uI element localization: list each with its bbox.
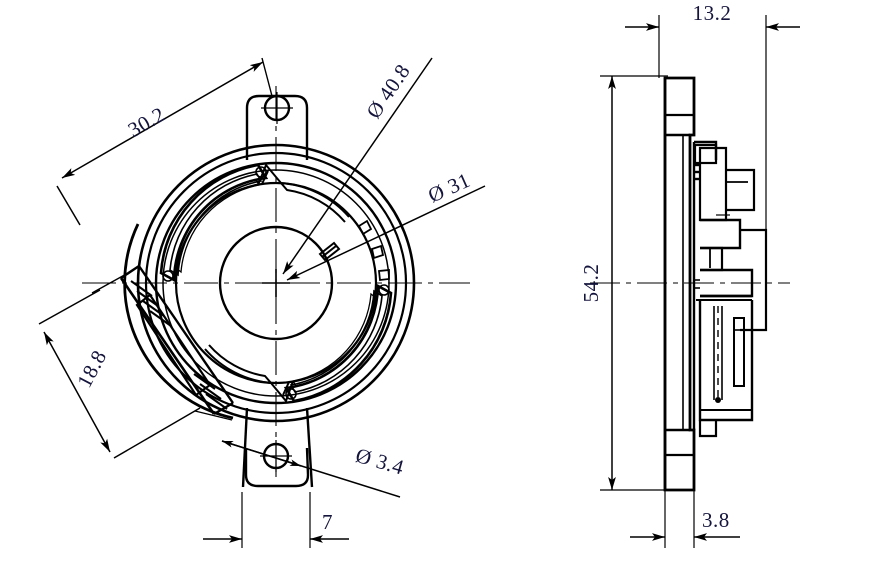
- rim-notch-bottom: [270, 380, 294, 403]
- dimension-7: 7: [203, 492, 349, 548]
- dimension-18-8-label: 18.8: [72, 346, 111, 391]
- dimension-3-8: 3.8: [630, 470, 740, 548]
- inner-rim-circle: [174, 181, 378, 385]
- dimension-30-2-extension-2: [261, 57, 273, 97]
- mount-hole-bottom-crosshair: [260, 440, 292, 472]
- dimension-54-2-label: 54.2: [579, 264, 603, 303]
- connector-block: [119, 265, 234, 416]
- outer-circle-inner: [144, 151, 408, 415]
- wall-circle-inner: [162, 169, 390, 397]
- side-detail-ticks: [694, 279, 700, 289]
- mount-hole-top-crosshair: [261, 92, 293, 124]
- dimension-dia-3-4: Ø 3.4: [221, 440, 407, 498]
- key-tab: [318, 241, 341, 262]
- dimension-30-2-extension: [56, 185, 81, 226]
- side-body-block: [692, 140, 768, 438]
- side-view: 13.2 54.2 3.8: [579, 1, 800, 548]
- dimension-13-2: 13.2: [625, 1, 800, 232]
- dimension-dia-40-8-line: [282, 57, 433, 275]
- dimension-dia-3-4-arrow2: [221, 440, 302, 467]
- arc-slot-upper-left: [159, 163, 269, 283]
- dimension-13-2-label: 13.2: [693, 1, 732, 25]
- dimension-30-2-label: 30.2: [124, 102, 170, 142]
- dimension-30-2-line: [61, 61, 264, 179]
- dimension-18-8-extension: [38, 289, 101, 325]
- center-bore-circle: [218, 225, 334, 341]
- front-body-outline: [136, 143, 416, 423]
- inner-rim-steps: [204, 182, 350, 384]
- dimension-dia-31-label: Ø 31: [424, 168, 473, 208]
- side-flange-plate: [663, 76, 696, 492]
- dimension-18-8-extension-2: [113, 407, 201, 459]
- rim-notch-top: [257, 163, 282, 186]
- front-view: 30.2 Ø 40.8 Ø 31 18.8 Ø 3.4: [38, 57, 486, 548]
- dimension-18-8-line: [43, 331, 111, 453]
- dimension-3-8-label: 3.8: [702, 508, 730, 532]
- dimension-7-label: 7: [322, 510, 333, 534]
- dimension-dia-3-4-label: Ø 3.4: [353, 443, 407, 480]
- dimension-dia-31-line: [286, 185, 486, 281]
- connector-outer-arc: [123, 223, 234, 420]
- arc-slot-lower-right: [283, 283, 393, 403]
- outer-circle: [136, 143, 416, 423]
- dimension-18-8-leaders: [91, 271, 233, 421]
- rim-serrations-upper-right: [357, 219, 390, 281]
- dimension-18-8: 18.8: [38, 289, 201, 459]
- wall-circle: [154, 161, 398, 405]
- center-bore-crosshair: [262, 269, 290, 297]
- dimension-dia-40-8-label: Ø 40.8: [361, 59, 415, 122]
- dimension-54-2: 54.2: [579, 75, 668, 491]
